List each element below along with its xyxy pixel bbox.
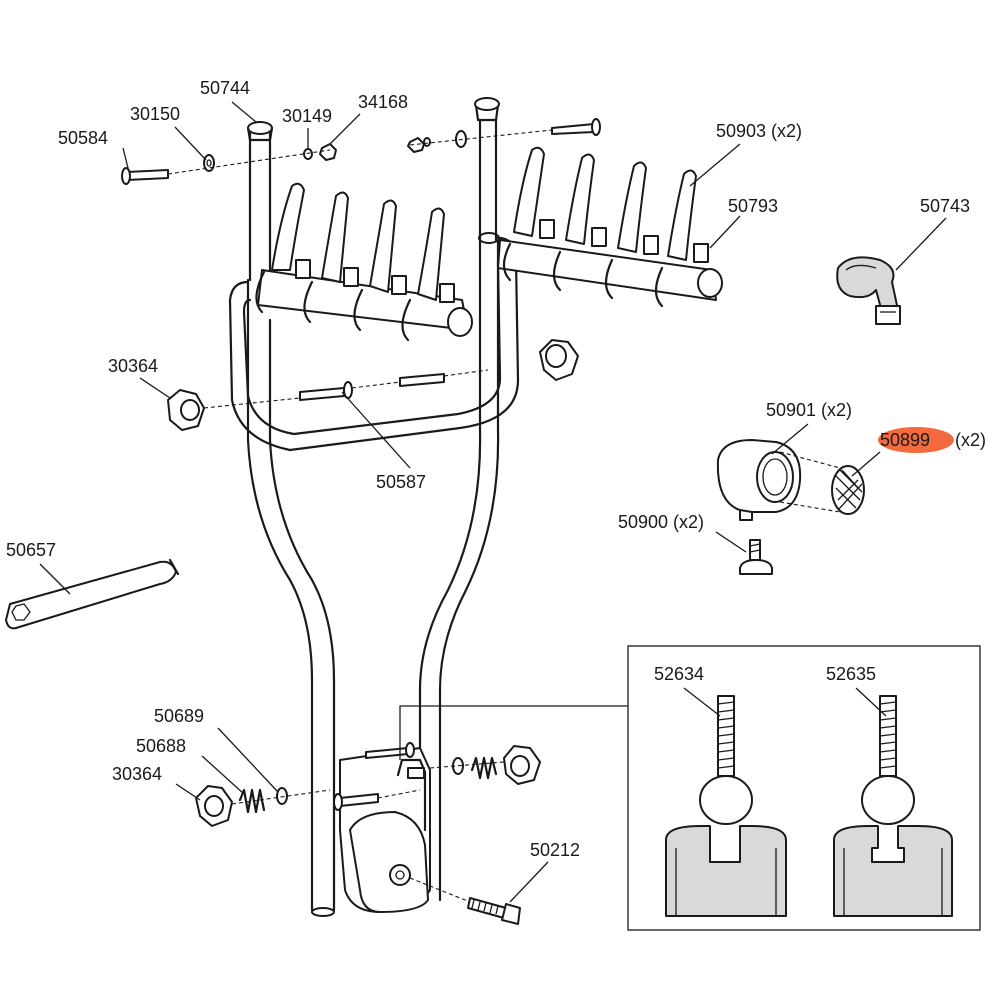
top-fasteners [121,118,601,185]
strap-part [836,256,901,325]
wheel-holder-left [255,182,473,342]
label-30364-top: 30364 [108,356,158,376]
coupling-bracket [339,747,431,913]
label-50793: 50793 [728,196,778,216]
label-50688: 50688 [136,736,186,756]
wheel-holder-right [497,146,723,308]
label-50743: 50743 [920,196,970,216]
label-50899-qty: (x2) [955,430,986,450]
detail-inset [399,645,981,931]
lower-fasteners [195,742,541,925]
label-50903: 50903 (x2) [716,121,802,141]
label-34168: 34168 [358,92,408,112]
label-52635: 52635 [826,664,876,684]
label-52634: 52634 [654,664,704,684]
label-50212: 50212 [530,840,580,860]
label-50744: 50744 [200,78,250,98]
part-labels: 50744 30150 30149 34168 50584 50903 (x2)… [6,78,986,860]
filter-mesh-part [831,465,865,515]
label-30364-bot: 30364 [112,764,162,784]
leader-lines [39,101,947,903]
label-50584: 50584 [58,128,108,148]
label-50689: 50689 [154,706,204,726]
mid-fasteners [167,339,579,431]
label-30150: 30150 [130,104,180,124]
label-50900: 50900 (x2) [618,512,704,532]
label-50657: 50657 [6,540,56,560]
highlight-marker [878,427,954,453]
screw-part [739,539,773,575]
wrench-part [5,558,180,630]
end-cap-part [716,439,841,521]
label-50901: 50901 (x2) [766,400,852,420]
label-50899: 50899 [880,430,930,450]
label-50587: 50587 [376,472,426,492]
label-30149: 30149 [282,106,332,126]
